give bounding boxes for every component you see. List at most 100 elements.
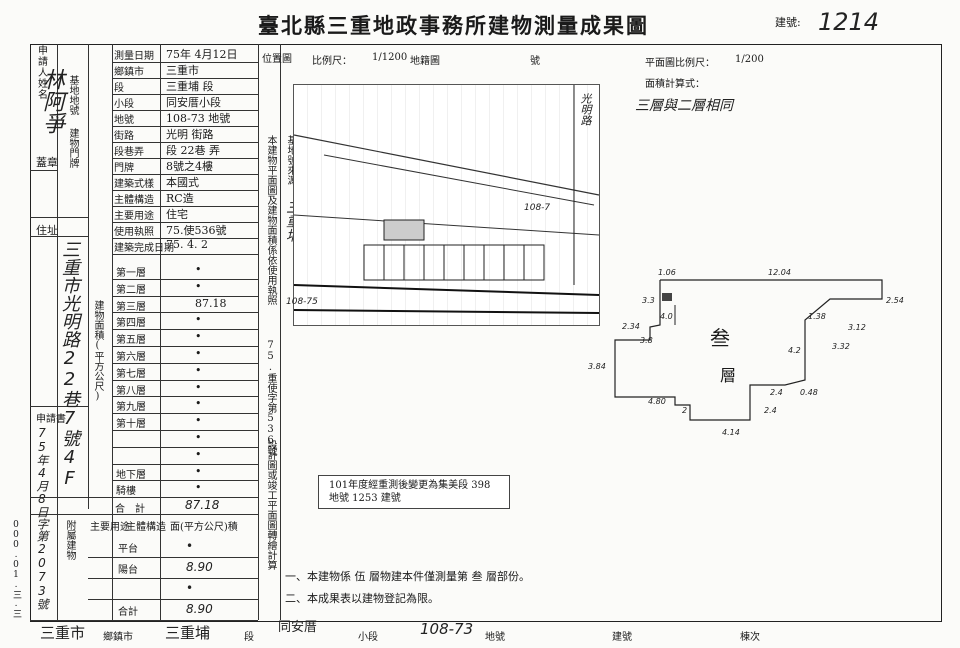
grid-line	[112, 78, 258, 79]
floor-plan-dimension: 4.2	[788, 346, 801, 355]
scale-value: 1/1200	[372, 52, 408, 63]
floor-plan-dimension: 3.8	[640, 336, 653, 345]
floor-plan-dimension: 3.32	[832, 342, 850, 351]
grid-line	[30, 217, 88, 218]
info-value: 段 22巷 弄	[166, 144, 220, 157]
grid-line	[112, 312, 258, 314]
application-label: 申請書	[36, 414, 66, 425]
attached-use: 合計	[118, 607, 138, 618]
floor-plan-outline	[614, 279, 883, 421]
info-value: 三重埔 段	[166, 80, 214, 93]
floor-name: 騎樓	[116, 486, 136, 498]
floor-name: 第三層	[116, 301, 146, 313]
floor-plan-dimension: 4.0	[660, 312, 673, 321]
map-row-houses	[363, 244, 545, 281]
info-value: 光明 街路	[166, 128, 214, 141]
plan-scale-label: 平面圖比例尺：	[645, 58, 715, 69]
footer-subsection-label: 小段	[358, 632, 378, 643]
floor-plan-dimension: 1.06	[658, 268, 676, 277]
info-label: 街路	[114, 131, 134, 142]
grid-line	[112, 295, 258, 297]
attached-building-group-label: 附屬建物	[64, 520, 75, 560]
calculation-note: 設計圖或竣工平面圖轉繪計算	[265, 440, 276, 570]
floor-area-value: •	[195, 279, 202, 293]
floor-plan-dimension: 12.04	[768, 268, 791, 277]
land-number-group-label: 基地地號	[67, 75, 78, 115]
floor-area-value: •	[195, 313, 202, 327]
info-label: 段	[114, 83, 124, 94]
attached-col-area: 面(平方公尺)積	[170, 522, 238, 533]
floor-plan-stair	[662, 293, 672, 301]
info-label: 主要用途	[114, 211, 154, 222]
map-parcel-line	[293, 214, 600, 236]
map-road-edge	[293, 309, 600, 314]
grid-line	[112, 142, 258, 143]
floor-plan-dimension: 3.12	[848, 323, 866, 332]
map-parcel-line	[323, 154, 595, 206]
grid-line	[112, 206, 258, 207]
floor-plan-dimension: 2	[682, 406, 688, 415]
total-label: 合 計	[115, 504, 145, 515]
grid-line	[112, 497, 258, 499]
grid-line	[88, 44, 89, 509]
application-value: 75年4月8日字第2073號	[35, 426, 49, 610]
floor-area-value: 87.18	[195, 296, 227, 310]
grid-line	[112, 413, 258, 415]
address-label: 住址	[36, 224, 58, 237]
attached-use: 平台	[118, 544, 138, 555]
info-value: 本國式	[166, 176, 199, 189]
grid-line	[112, 62, 258, 63]
floor-area-value: •	[195, 481, 202, 495]
grid-line	[112, 446, 258, 448]
info-label: 地號	[114, 115, 134, 126]
license-reference: 75.重使字第536號	[265, 340, 276, 456]
building-number-value: 1214	[818, 8, 880, 36]
info-label: 建築式樣	[114, 179, 154, 190]
floor-name: 第七層	[116, 368, 146, 380]
doorplate-group-label: 建物門牌	[67, 128, 78, 168]
grid-line	[112, 430, 258, 431]
total-value: 87.18	[185, 498, 220, 512]
attached-area-value: 8.90	[186, 602, 213, 616]
info-value: 8號之4樓	[166, 160, 213, 173]
info-value: 75年 4月12日	[166, 48, 238, 61]
floor-area-value: •	[195, 397, 202, 411]
floor-area-value: •	[195, 347, 202, 360]
floor-plan-dimension: 3.84	[588, 362, 606, 371]
info-value: 三重市	[166, 64, 199, 77]
floor-area-value: •	[195, 263, 202, 276]
applicant-name: 林阿爭	[39, 68, 64, 134]
grid-line	[112, 254, 258, 255]
map-number-label: 號	[530, 56, 540, 67]
info-value: 75. 4. 2	[166, 238, 208, 251]
location-map-label: 位置圖	[262, 54, 292, 65]
grid-line	[112, 110, 258, 111]
floor-plan-label-b: 層	[720, 366, 737, 385]
grid-line	[280, 44, 281, 620]
floor-name: 第九層	[116, 402, 146, 414]
grid-line	[112, 94, 258, 95]
area-formula-value: 三層與二層相同	[635, 98, 733, 114]
seal-label: 蓋章	[36, 156, 58, 169]
floor-name: 第五層	[116, 335, 146, 347]
floor-plan-drawing	[614, 279, 883, 421]
info-label: 使用執照	[114, 227, 154, 238]
map-subject-parcel	[383, 219, 425, 241]
scale-label: 比例尺：	[312, 56, 352, 67]
floor-name: 第二層	[116, 284, 146, 296]
plan-scale-value: 1/200	[735, 54, 764, 65]
grid-line	[112, 126, 258, 127]
area-formula-label: 面積計算式：	[645, 79, 705, 90]
building-number-label: 建號:	[775, 16, 801, 29]
grid-line	[30, 514, 258, 515]
floor-name: 第四層	[116, 318, 146, 330]
form-frame	[30, 44, 942, 622]
floor-plan-dimension: 2.34	[622, 322, 640, 331]
cadastral-map: 光明路 108-7 108-75	[286, 84, 600, 326]
plan-source-note: 本建物平面圖及建物面積係依使用執照	[265, 135, 276, 305]
floor-area-value: •	[195, 464, 202, 478]
floor-area-value: •	[195, 431, 202, 444]
grid-line	[30, 236, 88, 237]
floor-area-value: •	[195, 380, 202, 394]
footer-building-label: 建號	[612, 632, 632, 643]
